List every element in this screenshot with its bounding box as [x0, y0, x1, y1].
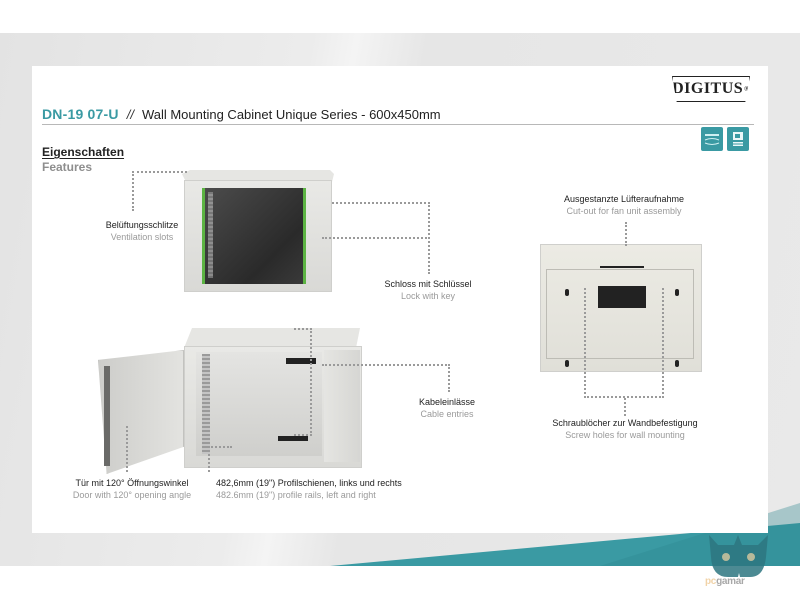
- callout-fan-cutout: Ausgestanzte Lüfteraufnahme Cut-out for …: [563, 194, 685, 216]
- leader-line-cables: [294, 328, 312, 436]
- cabinet-open-door-image: [98, 328, 388, 476]
- cabinet-front-closed-image: [182, 170, 334, 296]
- callout-ventilation: Belüftungsschlitze Ventilation slots: [105, 220, 179, 242]
- model-number: DN-19 07-U: [42, 106, 119, 122]
- digitus-logo: DIGITUS®: [672, 76, 750, 102]
- leader-line-screws-2: [624, 398, 626, 416]
- leader-line-screws: [584, 288, 664, 398]
- leader-line-lock-2: [322, 237, 430, 239]
- title-separator: //: [126, 107, 134, 122]
- page-title: DN-19 07-U // Wall Mounting Cabinet Uniq…: [42, 106, 441, 122]
- feature-badges: [701, 127, 749, 151]
- callout-screw-holes: Schraublöcher zur Wandbefestigung Screw …: [552, 418, 698, 440]
- section-title: Eigenschaften: [42, 145, 125, 159]
- section-subtitle: Features: [42, 160, 93, 174]
- cabinet-rear-image: [540, 244, 702, 372]
- leader-line-door: [126, 426, 128, 472]
- leader-line-cables-2: [322, 364, 450, 392]
- product-name: Wall Mounting Cabinet Unique Series - 60…: [141, 107, 441, 122]
- callout-lock: Schloss mit Schlüssel Lock with key: [384, 279, 472, 301]
- registered-mark: ®: [744, 85, 750, 93]
- datasheet-card: DIGITUS® DN-19 07-U // Wall Mounting Cab…: [32, 66, 768, 533]
- wall-mount-icon: [727, 127, 749, 151]
- leader-line-ventilation: [132, 171, 187, 211]
- leader-line-fan: [625, 222, 627, 246]
- callout-cable-entries: Kabeleinlässe Cable entries: [418, 397, 476, 419]
- owl-watermark-icon: [709, 535, 768, 577]
- callout-profile-rails: 482,6mm (19") Profilschienen, links und …: [216, 478, 402, 500]
- leader-line-rails: [208, 446, 232, 472]
- flat-pack-icon: [701, 127, 723, 151]
- title-divider: [42, 124, 754, 125]
- watermark-text: pcgamar: [705, 576, 745, 587]
- brand-name: DIGITUS: [672, 80, 744, 97]
- callout-door-angle: Tür mit 120° Öffnungswinkel Door with 12…: [72, 478, 192, 500]
